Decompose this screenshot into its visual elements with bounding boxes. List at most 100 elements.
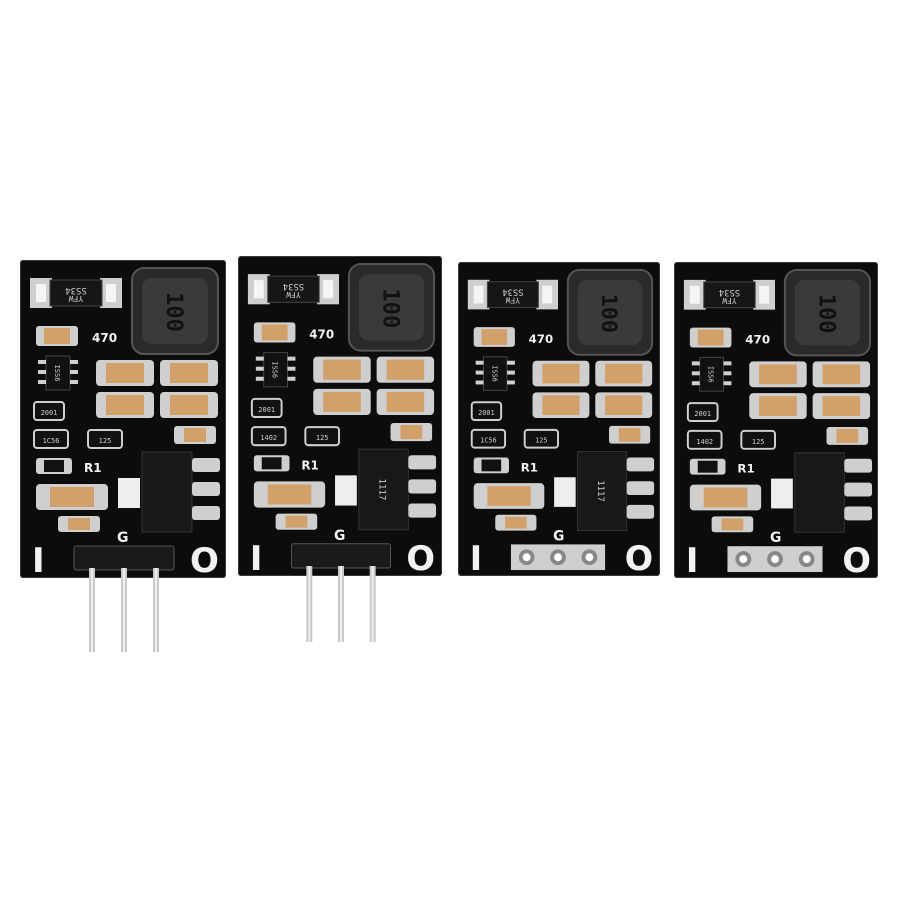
diode-pad-shine <box>473 285 484 304</box>
ic-pin <box>507 380 515 385</box>
smd-part-b <box>470 428 507 449</box>
ic-pin <box>38 370 46 374</box>
resistor-label: 470 <box>92 331 117 345</box>
inductor-label: 100 <box>596 294 621 333</box>
header-pins <box>306 566 376 642</box>
bottom-capacitor-body <box>703 487 748 508</box>
diode-label: SS34 <box>283 281 304 291</box>
bottom-resistor-body <box>68 518 90 530</box>
ic-pin <box>38 380 46 384</box>
capacitor-body <box>323 359 361 380</box>
bottom-resistor-body <box>721 518 744 531</box>
capacitor-body <box>605 363 643 384</box>
ic-pin <box>691 381 700 386</box>
capacitor-body <box>542 395 580 416</box>
ic-pin <box>475 360 484 365</box>
header-hole-center <box>554 553 562 562</box>
diode-body <box>703 281 756 309</box>
inductor-core <box>577 279 643 345</box>
smd-part-b <box>250 426 287 447</box>
regulator-label: 1117 <box>595 480 605 501</box>
regulator-pin <box>844 482 873 497</box>
ic-pin <box>255 376 264 381</box>
header-housing <box>290 543 391 569</box>
ic-pin <box>507 360 515 365</box>
diode-sub-label: YFW <box>69 294 84 303</box>
inductor-label: 100 <box>161 292 186 332</box>
regulator-tab-pad <box>118 478 140 508</box>
ic-label: ISS6 <box>707 366 715 383</box>
capacitor-body <box>759 396 797 417</box>
small-resistor-body <box>618 427 641 442</box>
ic-pin <box>723 371 732 376</box>
regulator-pin <box>844 506 873 521</box>
capacitor-body <box>323 391 361 412</box>
diode-body <box>267 275 320 303</box>
regulator-label: 1117 <box>377 479 387 501</box>
regulator-body <box>794 452 845 533</box>
diode-sub-label: YFW <box>506 296 520 305</box>
smd-part-a-label: 2001 <box>478 409 495 417</box>
header-pin-shine <box>339 566 342 642</box>
inductor-core <box>358 274 425 341</box>
diode-pad-shine <box>253 280 264 299</box>
pcb-edge <box>458 262 661 577</box>
header-hole-center <box>802 555 811 564</box>
ic-pin <box>70 370 78 374</box>
smd-part-c-label: 125 <box>99 437 112 445</box>
regulator-tab-pad <box>335 475 357 506</box>
r1-label: R1 <box>521 460 538 474</box>
smd-part-c-label: 125 <box>752 438 765 446</box>
r1-body <box>697 460 718 473</box>
input-label: I <box>470 539 482 578</box>
resistor-label: 470 <box>309 327 334 341</box>
capacitor-body <box>170 395 208 415</box>
ic-pin <box>691 361 700 366</box>
bottom-capacitor-body <box>267 484 312 505</box>
smd-part-c-label: 125 <box>316 434 328 442</box>
regulator-pin <box>626 504 655 519</box>
ic-pin <box>475 380 484 385</box>
smd-part-a <box>470 401 503 421</box>
ic-pin <box>507 370 515 375</box>
inductor-label: 100 <box>378 288 403 328</box>
resistor-label: 470 <box>745 332 770 346</box>
output-label: O <box>625 539 653 578</box>
diode-label: SS34 <box>502 287 523 297</box>
regulator-pin <box>626 481 655 496</box>
capacitor-body <box>106 395 144 415</box>
regulator-pin <box>192 482 220 496</box>
input-label: I <box>32 541 45 581</box>
small-resistor-body <box>400 425 423 440</box>
diode-pad-shine <box>542 285 553 304</box>
inductor-core <box>142 278 208 344</box>
regulator-tab-pad <box>554 477 576 507</box>
ic-pin <box>255 366 264 371</box>
diode-pad-shine <box>689 285 700 304</box>
ground-label: G <box>553 528 564 544</box>
small-resistor-body <box>184 428 206 442</box>
header-pin-shine <box>91 568 93 652</box>
ic-pin <box>287 366 296 371</box>
capacitor-body <box>822 364 861 385</box>
regulator-tab-pad <box>771 478 793 509</box>
smd-part-b-label: 1402 <box>696 438 713 446</box>
smd-part-c <box>523 428 560 449</box>
ground-label: G <box>334 528 345 544</box>
smd-part-a-label: 2001 <box>258 406 275 414</box>
resistor-body <box>261 324 288 341</box>
ground-label: G <box>770 530 781 546</box>
ic-label: ISS6 <box>271 361 279 378</box>
header-housing <box>73 545 175 571</box>
smd-part-a <box>33 401 65 421</box>
smd-part-a-label: 2001 <box>694 410 711 418</box>
input-label: I <box>250 539 263 579</box>
capacitor-body <box>170 363 208 383</box>
smd-part-b-label: 1C56 <box>43 437 60 445</box>
ic-label: ISS6 <box>490 365 498 382</box>
